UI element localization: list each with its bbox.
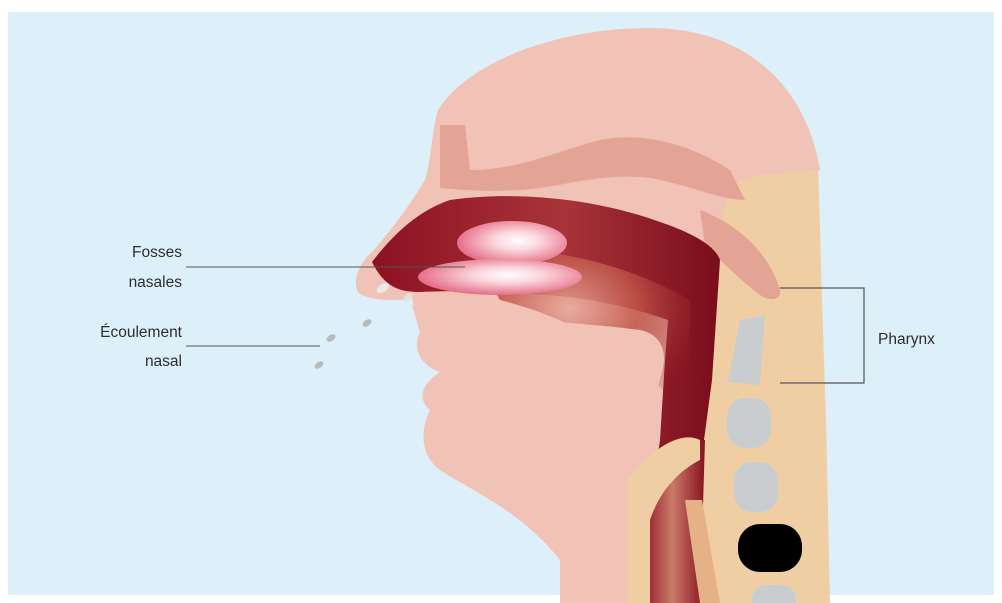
vertebra — [752, 585, 796, 603]
pharynx-label: Pharynx — [878, 331, 935, 348]
fosses-label-line2: nasales — [129, 274, 183, 291]
vertebra — [734, 462, 778, 512]
fosses-label-line1: Fosses — [132, 244, 182, 261]
vertebra — [727, 398, 771, 448]
upper-turbinate — [457, 221, 567, 265]
ecoulement-label-line2: nasal — [145, 353, 182, 370]
ecoulement-label-line1: Écoulement — [100, 324, 183, 341]
vertebra-highlighted — [738, 524, 802, 572]
lower-turbinate — [418, 259, 582, 295]
